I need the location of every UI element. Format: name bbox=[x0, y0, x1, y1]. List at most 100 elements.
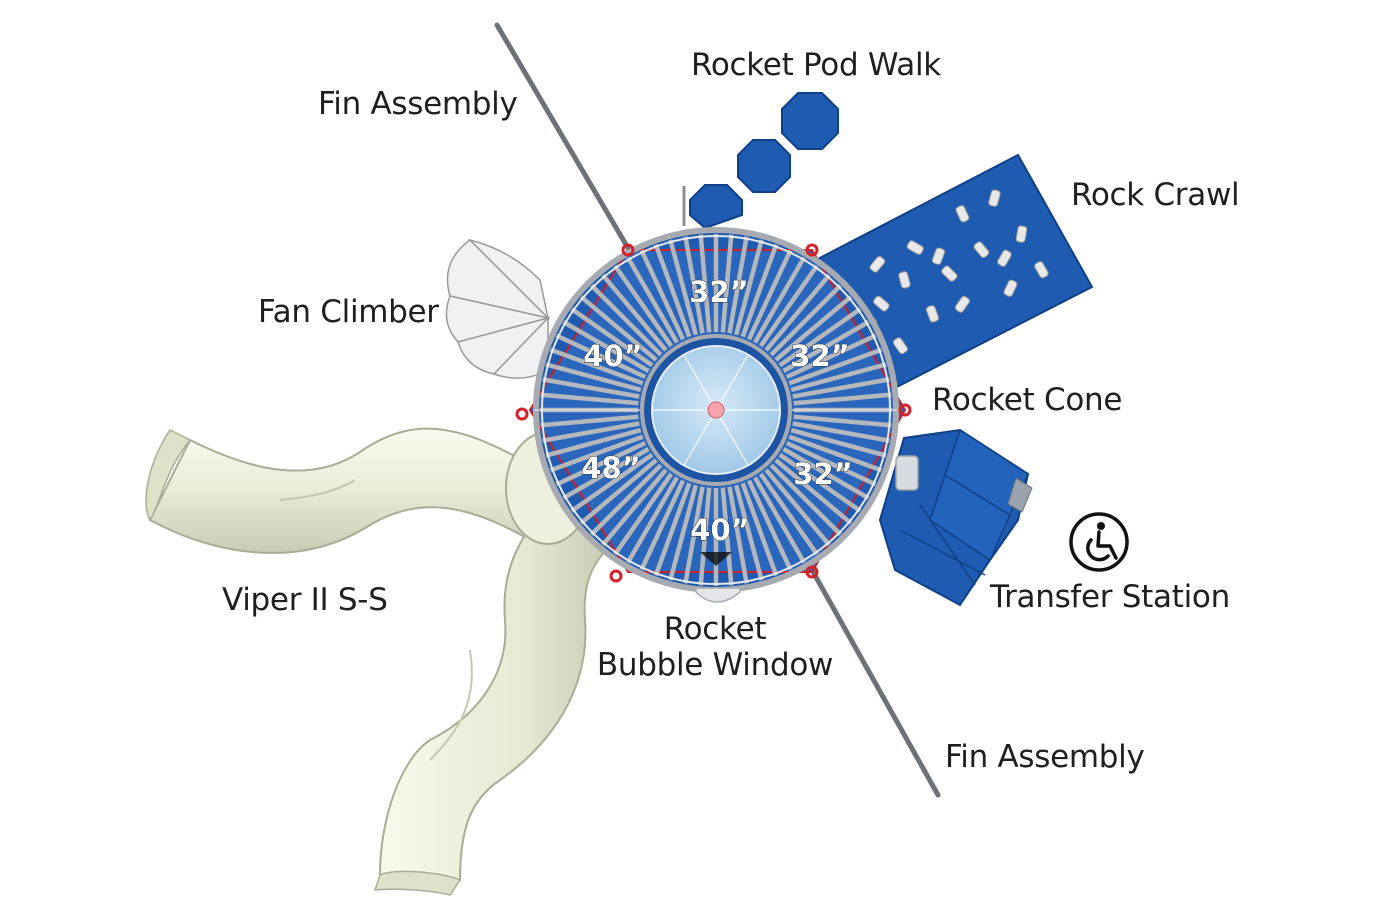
fan-climber bbox=[445, 238, 551, 379]
railing-spoke bbox=[542, 421, 640, 443]
railing-spoke bbox=[542, 377, 640, 399]
deck-height-lower-right: 32” bbox=[793, 457, 852, 491]
railing-spoke bbox=[601, 273, 668, 352]
railing-spoke bbox=[589, 463, 663, 537]
railing-spoke bbox=[778, 452, 862, 513]
railing-spoke bbox=[555, 440, 647, 487]
label-rocket-cone: Rocket Cone bbox=[932, 382, 1123, 418]
label-bubble-window-line2: Bubble Window bbox=[596, 647, 834, 683]
railing-spoke bbox=[545, 362, 642, 392]
rocket-pod-small bbox=[689, 184, 743, 230]
railing-spoke bbox=[793, 392, 892, 406]
label-fan-climber: Fan Climber bbox=[258, 294, 439, 330]
label-viper: Viper II S-S bbox=[222, 582, 388, 618]
railing-spoke bbox=[639, 249, 686, 341]
railing-spoke bbox=[720, 487, 734, 586]
railing-spoke bbox=[785, 333, 877, 380]
label-bubble-window-line1: Rocket bbox=[663, 611, 767, 647]
railing-spoke bbox=[785, 440, 877, 487]
railing-spoke bbox=[601, 468, 668, 547]
railing-spoke bbox=[758, 264, 819, 348]
railing-spoke bbox=[683, 486, 705, 584]
fin-assembly-pole-top bbox=[494, 22, 631, 251]
railing-spoke bbox=[626, 256, 679, 344]
label-fin-assembly-top: Fin Assembly bbox=[318, 86, 518, 122]
label-transfer-station: Transfer Station bbox=[990, 579, 1230, 615]
railing-spoke bbox=[570, 307, 654, 368]
wheelchair-accessible-icon bbox=[1069, 512, 1129, 572]
railing-spoke bbox=[626, 476, 679, 564]
railing-spoke bbox=[782, 320, 870, 373]
rock-crawl-holds bbox=[864, 189, 1049, 355]
railing-spoke bbox=[698, 234, 712, 333]
railing-spoke bbox=[668, 239, 698, 336]
railing-spoke bbox=[746, 249, 793, 341]
railing-spoke bbox=[740, 243, 779, 338]
deck-height-bottom: 40” bbox=[690, 513, 749, 547]
railing-spoke bbox=[774, 458, 853, 525]
railing-spoke bbox=[579, 295, 658, 362]
railing-spoke bbox=[788, 434, 883, 473]
railing-spoke bbox=[790, 362, 887, 392]
railing-spoke bbox=[720, 234, 734, 333]
railing-spoke bbox=[570, 452, 654, 513]
railing-spoke bbox=[613, 264, 674, 348]
label-rocket-pod-walk: Rocket Pod Walk bbox=[691, 47, 941, 83]
railing-spoke bbox=[668, 484, 698, 581]
deck-height-upper-left: 40” bbox=[583, 339, 642, 373]
label-rock-crawl: Rock Crawl bbox=[1071, 177, 1240, 213]
railing-spoke bbox=[753, 256, 806, 344]
railing-spoke bbox=[562, 447, 650, 500]
label-bubble-window: Rocket Bubble Window bbox=[590, 611, 840, 683]
railing-spoke bbox=[740, 482, 779, 577]
railing-spoke bbox=[764, 468, 831, 547]
railing-spoke bbox=[746, 479, 793, 571]
rocket-pod-walk bbox=[682, 92, 839, 230]
railing-spoke bbox=[782, 447, 870, 500]
railing-spoke bbox=[683, 236, 705, 334]
railing-spoke bbox=[758, 472, 819, 556]
railing-spoke bbox=[579, 458, 658, 525]
rocket-deck bbox=[515, 227, 919, 603]
deck-railing-spokes bbox=[540, 234, 892, 586]
railing-spoke bbox=[792, 377, 890, 399]
railing-spoke bbox=[698, 487, 712, 586]
deck-height-upper-right: 32” bbox=[790, 339, 849, 373]
railing-spoke bbox=[790, 428, 887, 458]
railing-spoke bbox=[549, 434, 644, 473]
rocket-cone-tip bbox=[707, 401, 725, 419]
railing-spoke bbox=[540, 392, 639, 406]
railing-spoke bbox=[727, 486, 749, 584]
railing-spoke bbox=[769, 283, 843, 357]
fin-assembly-pole-bottom bbox=[809, 567, 941, 798]
railing-spoke bbox=[540, 414, 639, 428]
railing-spoke bbox=[764, 273, 831, 352]
railing-spoke bbox=[562, 320, 650, 373]
railing-spoke bbox=[549, 347, 644, 386]
deck-height-top: 32” bbox=[689, 275, 748, 309]
railing-spoke bbox=[639, 479, 686, 571]
railing-spoke bbox=[734, 239, 764, 336]
railing-spoke bbox=[555, 333, 647, 380]
railing-spoke bbox=[774, 295, 853, 362]
rocket-pod-large bbox=[781, 92, 839, 150]
railing-spoke bbox=[653, 243, 692, 338]
deck-height-lower-left: 48” bbox=[581, 451, 640, 485]
railing-spoke bbox=[545, 428, 642, 458]
rock-crawl-panel bbox=[810, 153, 1094, 394]
railing-spoke bbox=[734, 484, 764, 581]
corner-posts bbox=[515, 243, 912, 583]
railing-spoke bbox=[788, 347, 883, 386]
railing-spoke bbox=[589, 283, 663, 357]
bubble-window-dome bbox=[695, 587, 741, 603]
viper-slide bbox=[145, 427, 622, 896]
railing-spoke bbox=[727, 236, 749, 334]
railing-spoke bbox=[793, 414, 892, 428]
label-fin-assembly-bottom: Fin Assembly bbox=[945, 739, 1145, 775]
railing-spoke bbox=[778, 307, 862, 368]
rocket-pod-medium bbox=[737, 139, 791, 193]
railing-spoke bbox=[769, 463, 843, 537]
railing-spoke bbox=[792, 421, 890, 443]
railing-spoke bbox=[613, 472, 674, 556]
